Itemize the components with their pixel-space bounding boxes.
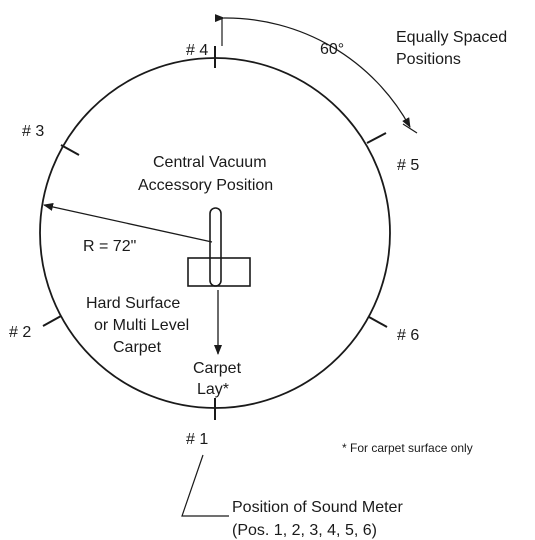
carpet-lay-line2: Lay*: [197, 381, 229, 398]
carpet-lay-line1: Carpet: [193, 360, 242, 377]
footnote: * For carpet surface only: [342, 441, 473, 455]
position-2-label: # 2: [9, 324, 31, 341]
accessory-wand: [209, 207, 222, 287]
sound-meter-leader: [181, 454, 229, 517]
central-label-line1: Central Vacuum: [153, 154, 267, 171]
position-4-label: # 4: [186, 42, 208, 59]
sound-meter-line2: (Pos. 1, 2, 3, 4, 5, 6): [232, 522, 377, 539]
hard-surface-line1: Hard Surface: [86, 295, 180, 312]
tick-position-2: [42, 315, 62, 327]
equally-spaced-line1: Equally Spaced: [396, 29, 507, 46]
central-label-line2: Accessory Position: [138, 177, 273, 194]
position-6-label: # 6: [397, 327, 419, 344]
angle-label: 60°: [320, 41, 344, 58]
sound-meter-line1: Position of Sound Meter: [232, 499, 403, 516]
tick-position-6: [368, 316, 388, 328]
angle-arc: [214, 14, 411, 128]
angle-extension-line: [402, 123, 418, 134]
tick-position-3: [60, 144, 80, 156]
equally-spaced-line2: Positions: [396, 51, 461, 68]
position-5-label: # 5: [397, 157, 419, 174]
hard-surface-line3: Carpet: [113, 339, 162, 356]
position-3-label: # 3: [22, 123, 44, 140]
hard-surface-line2: or Multi Level: [94, 317, 189, 334]
test-circle: [39, 57, 391, 409]
position-1-label: # 1: [186, 431, 208, 448]
radius-arrow: [43, 203, 213, 243]
radius-label: R = 72": [83, 238, 136, 255]
accessory-base: [187, 257, 251, 287]
tick-position-5: [366, 132, 387, 144]
